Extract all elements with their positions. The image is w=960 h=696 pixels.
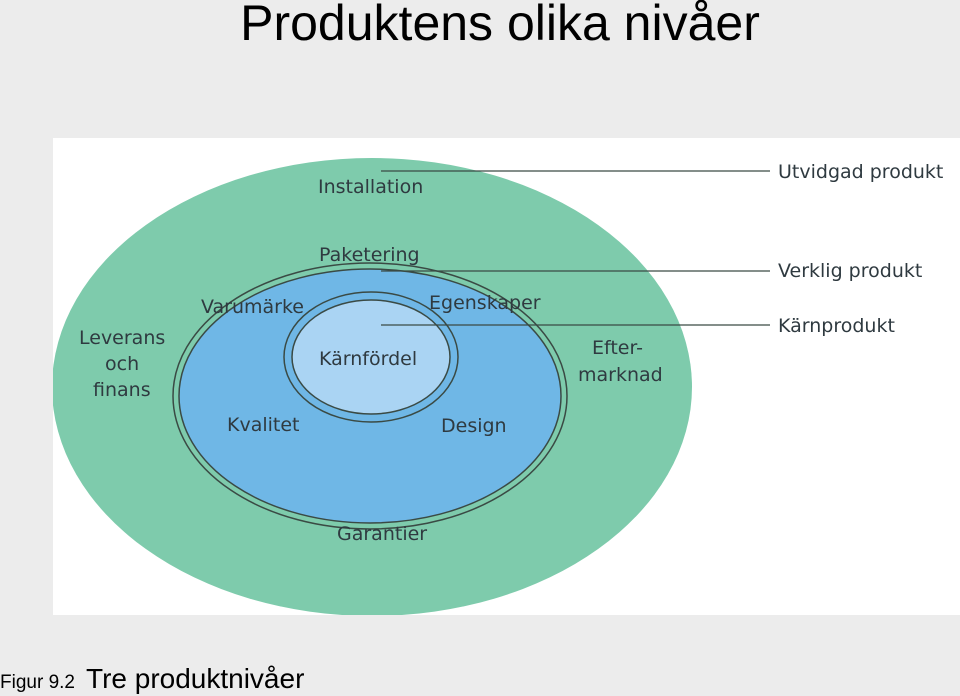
- label-karnfordel: Kärnfördel: [319, 348, 417, 370]
- diagram-panel: Installation Leverans och finans Efter- …: [53, 138, 960, 615]
- page-title: Produktens olika nivåer: [240, 0, 760, 51]
- callout-utvidgad-produkt: Utvidgad produkt: [778, 161, 943, 183]
- core-border: [283, 291, 459, 423]
- callout-karnprodukt: Kärnprodukt: [778, 315, 895, 337]
- label-paketering: Paketering: [319, 244, 420, 266]
- label-kvalitet: Kvalitet: [227, 414, 300, 436]
- label-marknad: marknad: [578, 364, 663, 386]
- product-levels-diagram: Installation Leverans och finans Efter- …: [53, 158, 943, 615]
- core-ellipse: [291, 299, 451, 415]
- figure-number: Figur 9.2: [0, 672, 75, 693]
- label-design: Design: [441, 415, 507, 437]
- label-leverans: Leverans: [79, 327, 165, 349]
- label-finans: finans: [93, 379, 151, 401]
- label-efter: Efter-: [592, 337, 643, 359]
- label-installation: Installation: [318, 176, 423, 198]
- figure-caption: Tre produktnivåer: [86, 663, 305, 694]
- label-egenskaper: Egenskaper: [429, 292, 541, 314]
- callout-verklig-produkt: Verklig produkt: [778, 260, 922, 282]
- label-garantier: Garantier: [337, 523, 427, 545]
- actual-product-border: [172, 262, 568, 530]
- label-och: och: [105, 353, 139, 375]
- label-varumarke: Varumärke: [201, 296, 304, 318]
